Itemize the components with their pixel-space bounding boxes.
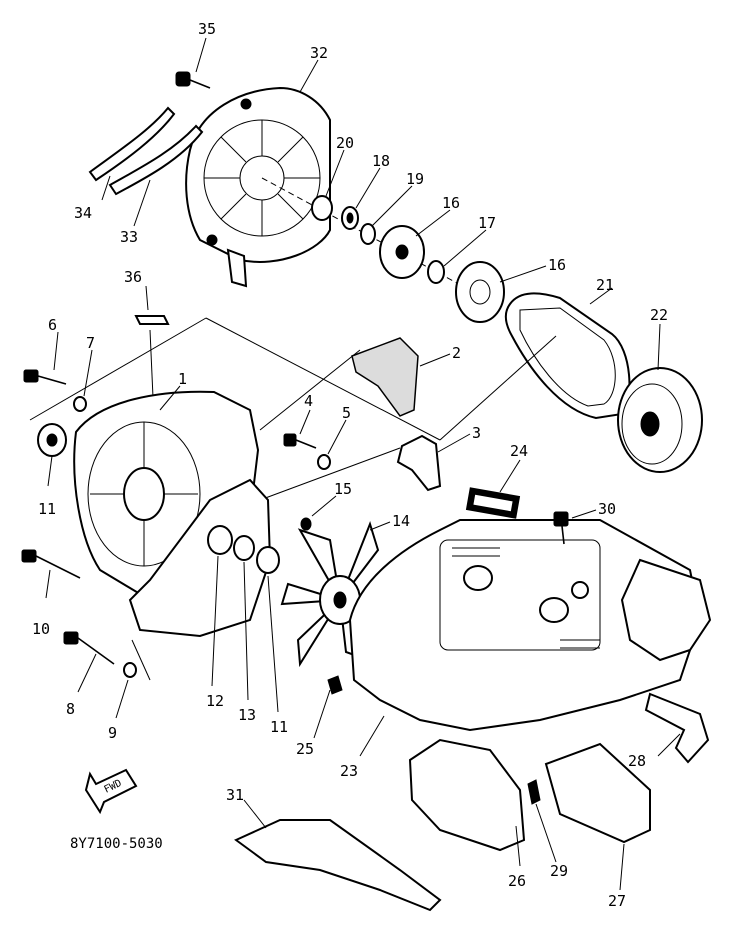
fwd-arrow-icon: FWD — [84, 768, 138, 815]
callout-7: 7 — [86, 334, 95, 352]
bolt-8 — [63, 631, 115, 665]
callout-11b: 11 — [270, 718, 288, 736]
callout-35: 35 — [198, 20, 216, 38]
pin-15 — [300, 517, 312, 531]
bolt-10 — [21, 549, 81, 579]
callout-11a: 11 — [38, 500, 56, 518]
callout-3: 3 — [472, 424, 481, 442]
callout-30: 30 — [598, 500, 616, 518]
callout-12: 12 — [206, 692, 224, 710]
callout-18: 18 — [372, 152, 390, 170]
callout-23: 23 — [340, 762, 358, 780]
seal-strip-33 — [108, 124, 204, 196]
duct-28 — [620, 558, 712, 764]
block-27 — [544, 742, 651, 844]
washer-9 — [123, 662, 137, 678]
leader-lines — [45, 37, 681, 891]
bolt-35 — [175, 71, 211, 89]
callout-9: 9 — [108, 724, 117, 742]
callout-2: 2 — [452, 344, 461, 362]
label-plate-24 — [465, 487, 521, 519]
callout-21: 21 — [596, 276, 614, 294]
callout-13: 13 — [238, 706, 256, 724]
pulley-cover-32 — [185, 86, 331, 288]
callout-16b: 16 — [548, 256, 566, 274]
callout-22: 22 — [650, 306, 668, 324]
callout-1: 1 — [178, 370, 187, 388]
callout-10: 10 — [32, 620, 50, 638]
callout-33: 33 — [120, 228, 138, 246]
callout-24: 24 — [510, 442, 528, 460]
bolt-6 — [23, 369, 67, 385]
clip-36 — [134, 315, 170, 325]
callout-6: 6 — [48, 316, 57, 334]
callout-32: 32 — [310, 44, 328, 62]
v-belt-21 — [504, 292, 631, 420]
callout-15: 15 — [334, 480, 352, 498]
callout-labels: 35 32 20 18 19 16 17 16 34 33 36 21 22 6… — [32, 20, 668, 910]
callout-31: 31 — [226, 786, 244, 804]
bolt-30 — [553, 511, 569, 545]
callout-19: 19 — [406, 170, 424, 188]
callout-20: 20 — [336, 134, 354, 152]
callout-14: 14 — [392, 512, 410, 530]
callout-29: 29 — [550, 862, 568, 880]
diagram-code: 8Y7100-5030 — [70, 836, 163, 852]
bracket-3 — [396, 434, 442, 492]
callout-5: 5 — [342, 404, 351, 422]
clip-25 — [327, 675, 343, 695]
bracket-2 — [351, 337, 419, 417]
oil-seal-11-left-center — [46, 433, 58, 447]
seal-strip-34 — [88, 106, 176, 182]
deflector-31 — [234, 819, 442, 912]
hub-parts — [261, 177, 505, 323]
callout-17: 17 — [478, 214, 496, 232]
callout-36: 36 — [124, 268, 142, 286]
callout-26: 26 — [508, 872, 526, 890]
callout-25: 25 — [296, 740, 314, 758]
callout-4: 4 — [304, 392, 313, 410]
pulley-22 — [617, 367, 703, 473]
washer-7 — [73, 396, 87, 412]
callout-16a: 16 — [442, 194, 460, 212]
callout-8: 8 — [66, 700, 75, 718]
washer-5 — [317, 454, 331, 470]
shroud-23 — [348, 519, 702, 732]
bolt-4 — [283, 433, 317, 449]
callout-34: 34 — [74, 204, 92, 222]
cover-26 — [408, 738, 526, 852]
clip-29 — [527, 779, 541, 805]
callout-27: 27 — [608, 892, 626, 910]
housing-plate — [128, 478, 280, 638]
callout-28: 28 — [628, 752, 646, 770]
